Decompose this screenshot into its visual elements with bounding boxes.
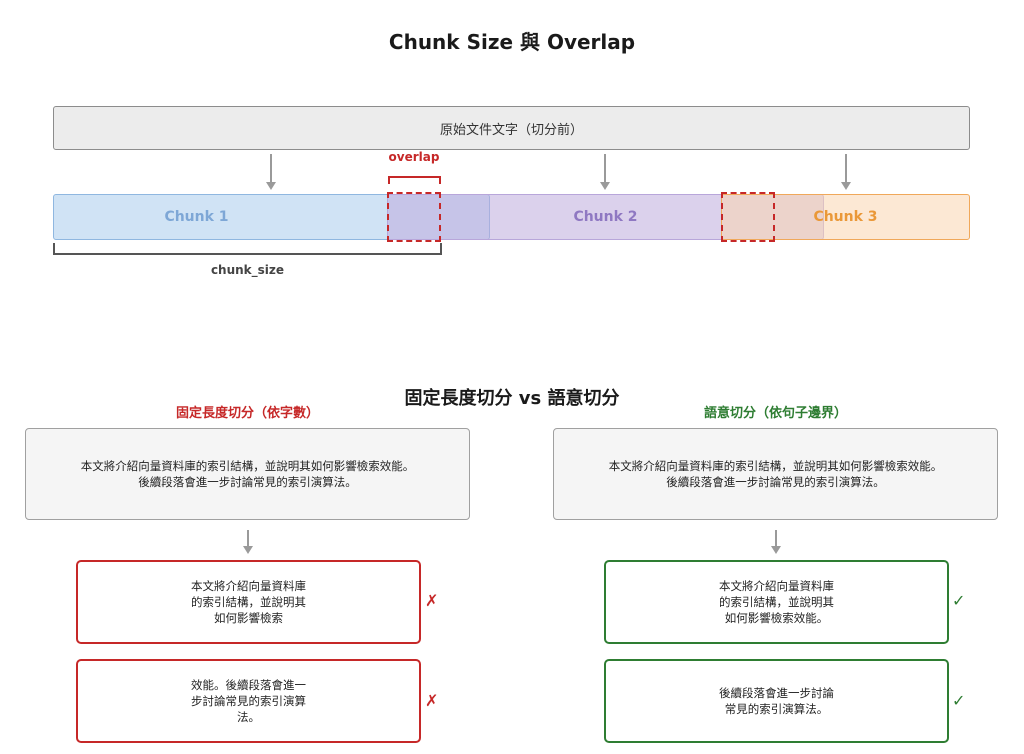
overlap-dashed-box-1 [387, 192, 441, 242]
fixed-source-text: 本文將介紹向量資料庫的索引結構，並說明其如何影響檢索效能。 後續段落會進一步討論… [80, 459, 415, 489]
fixed-chunk-2-text: 效能。後續段落會進一 步討論常見的索引演算 法。 [191, 678, 306, 724]
arrow-down-icon [771, 530, 781, 554]
semantic-chunk-2-box: 後續段落會進一步討論 常見的索引演算法。 [604, 659, 949, 743]
original-text-box: 原始文件文字（切分前） [53, 106, 970, 150]
chunk-3-block: Chunk 3 [721, 194, 970, 240]
cross-mark-icon: ✗ [425, 691, 439, 710]
arrow-down-icon [243, 530, 253, 554]
fixed-chunk-1-text: 本文將介紹向量資料庫 的索引結構，並說明其 如何影響檢索 [191, 579, 306, 625]
arrow-down-icon [266, 154, 276, 190]
semantic-source-text: 本文將介紹向量資料庫的索引結構，並說明其如何影響檢索效能。 後續段落會進一步討論… [608, 459, 943, 489]
arrow-down-icon [841, 154, 851, 190]
chunk-size-label: chunk_size [210, 263, 285, 277]
check-mark-icon: ✓ [952, 591, 966, 610]
fixed-chunk-2-box: 效能。後續段落會進一 步討論常見的索引演算 法。 [76, 659, 421, 743]
semantic-source-text-box: 本文將介紹向量資料庫的索引結構，並說明其如何影響檢索效能。 後續段落會進一步討論… [553, 428, 998, 520]
overlap-bracket [388, 176, 441, 184]
arrow-down-icon [600, 154, 610, 190]
chunk-1-label: Chunk 1 [164, 209, 229, 225]
original-text-label: 原始文件文字（切分前） [439, 122, 583, 138]
semantic-split-title: 語意切分（依句子邊界） [703, 406, 847, 421]
chunk-3-label: Chunk 3 [813, 209, 878, 225]
semantic-chunk-2-text: 後續段落會進一步討論 常見的索引演算法。 [719, 686, 834, 716]
cross-mark-icon: ✗ [425, 591, 439, 610]
overlap-label: overlap [388, 150, 440, 164]
chunk-2-label: Chunk 2 [573, 209, 638, 225]
check-mark-icon: ✓ [952, 691, 966, 710]
overlap-dashed-box-2 [721, 192, 775, 242]
chunk-size-bracket [53, 243, 442, 255]
semantic-chunk-1-text: 本文將介紹向量資料庫 的索引結構，並說明其 如何影響檢索效能。 [719, 579, 834, 625]
comparison-title: 固定長度切分 vs 語意切分 [404, 388, 620, 409]
fixed-split-title: 固定長度切分（依字數） [175, 406, 319, 421]
diagram-title-chunk-size: Chunk Size 與 Overlap [388, 30, 636, 54]
fixed-chunk-1-box: 本文將介紹向量資料庫 的索引結構，並說明其 如何影響檢索 [76, 560, 421, 644]
fixed-source-text-box: 本文將介紹向量資料庫的索引結構，並說明其如何影響檢索效能。 後續段落會進一步討論… [25, 428, 470, 520]
semantic-chunk-1-box: 本文將介紹向量資料庫 的索引結構，並說明其 如何影響檢索效能。 [604, 560, 949, 644]
